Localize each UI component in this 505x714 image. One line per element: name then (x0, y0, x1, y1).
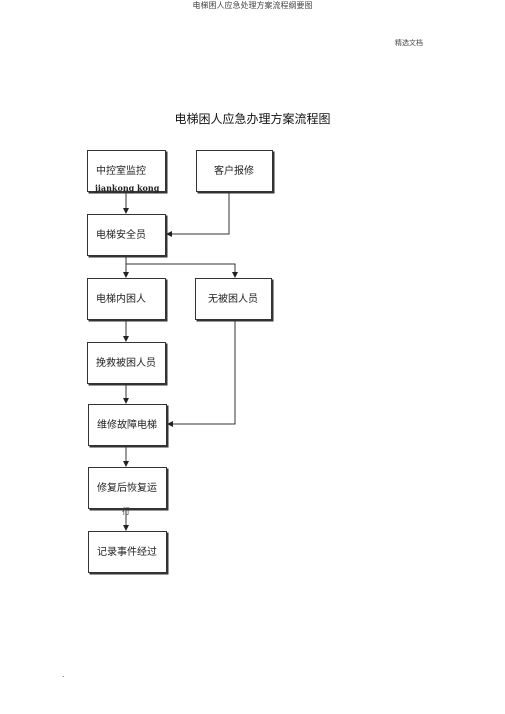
node-rescue-trapped: 挽救被困人员 (87, 342, 166, 384)
node-central-monitor: 中控室监控 (87, 150, 166, 192)
node-customer-report: 客户报修 (196, 150, 273, 192)
footer-mark: . (62, 670, 65, 679)
node-label: 中控室监控 (96, 166, 146, 177)
node-safety-officer: 电梯安全员 (87, 214, 166, 256)
arrow-officer-to-no-trapped (126, 263, 238, 278)
node-repair-elevator: 维修故障电梯 (88, 404, 167, 446)
node-label: 修复后恢复运 (97, 483, 157, 494)
node-record-event: 记录事件经过 (88, 531, 167, 573)
arrow-report-to-officer (166, 192, 230, 237)
node-label: 客户报修 (214, 166, 254, 177)
document-header: 电梯困人应急处理方案流程纲要图 (192, 1, 313, 10)
node-restore-operation: 修复后恢复运 (88, 467, 167, 509)
node-label: 电梯内困人 (96, 294, 146, 305)
node-people-trapped: 电梯内困人 (87, 278, 166, 320)
arrow-no-trapped-to-repair (167, 320, 236, 427)
node-no-people-trapped: 无被困人员 (195, 278, 272, 320)
pinyin-annotation: jiankong kong (95, 183, 160, 193)
node-label: 维修故障电梯 (97, 420, 157, 431)
document-tag: 精选文档 (395, 39, 423, 47)
node-label: 记录事件经过 (97, 547, 157, 558)
overflow-char: 行 (122, 507, 130, 516)
diagram-title: 电梯困人应急办理方案流程图 (174, 112, 331, 126)
node-label: 挽救被困人员 (96, 358, 156, 369)
node-label: 无被困人员 (208, 294, 258, 305)
node-label: 电梯安全员 (96, 230, 146, 241)
